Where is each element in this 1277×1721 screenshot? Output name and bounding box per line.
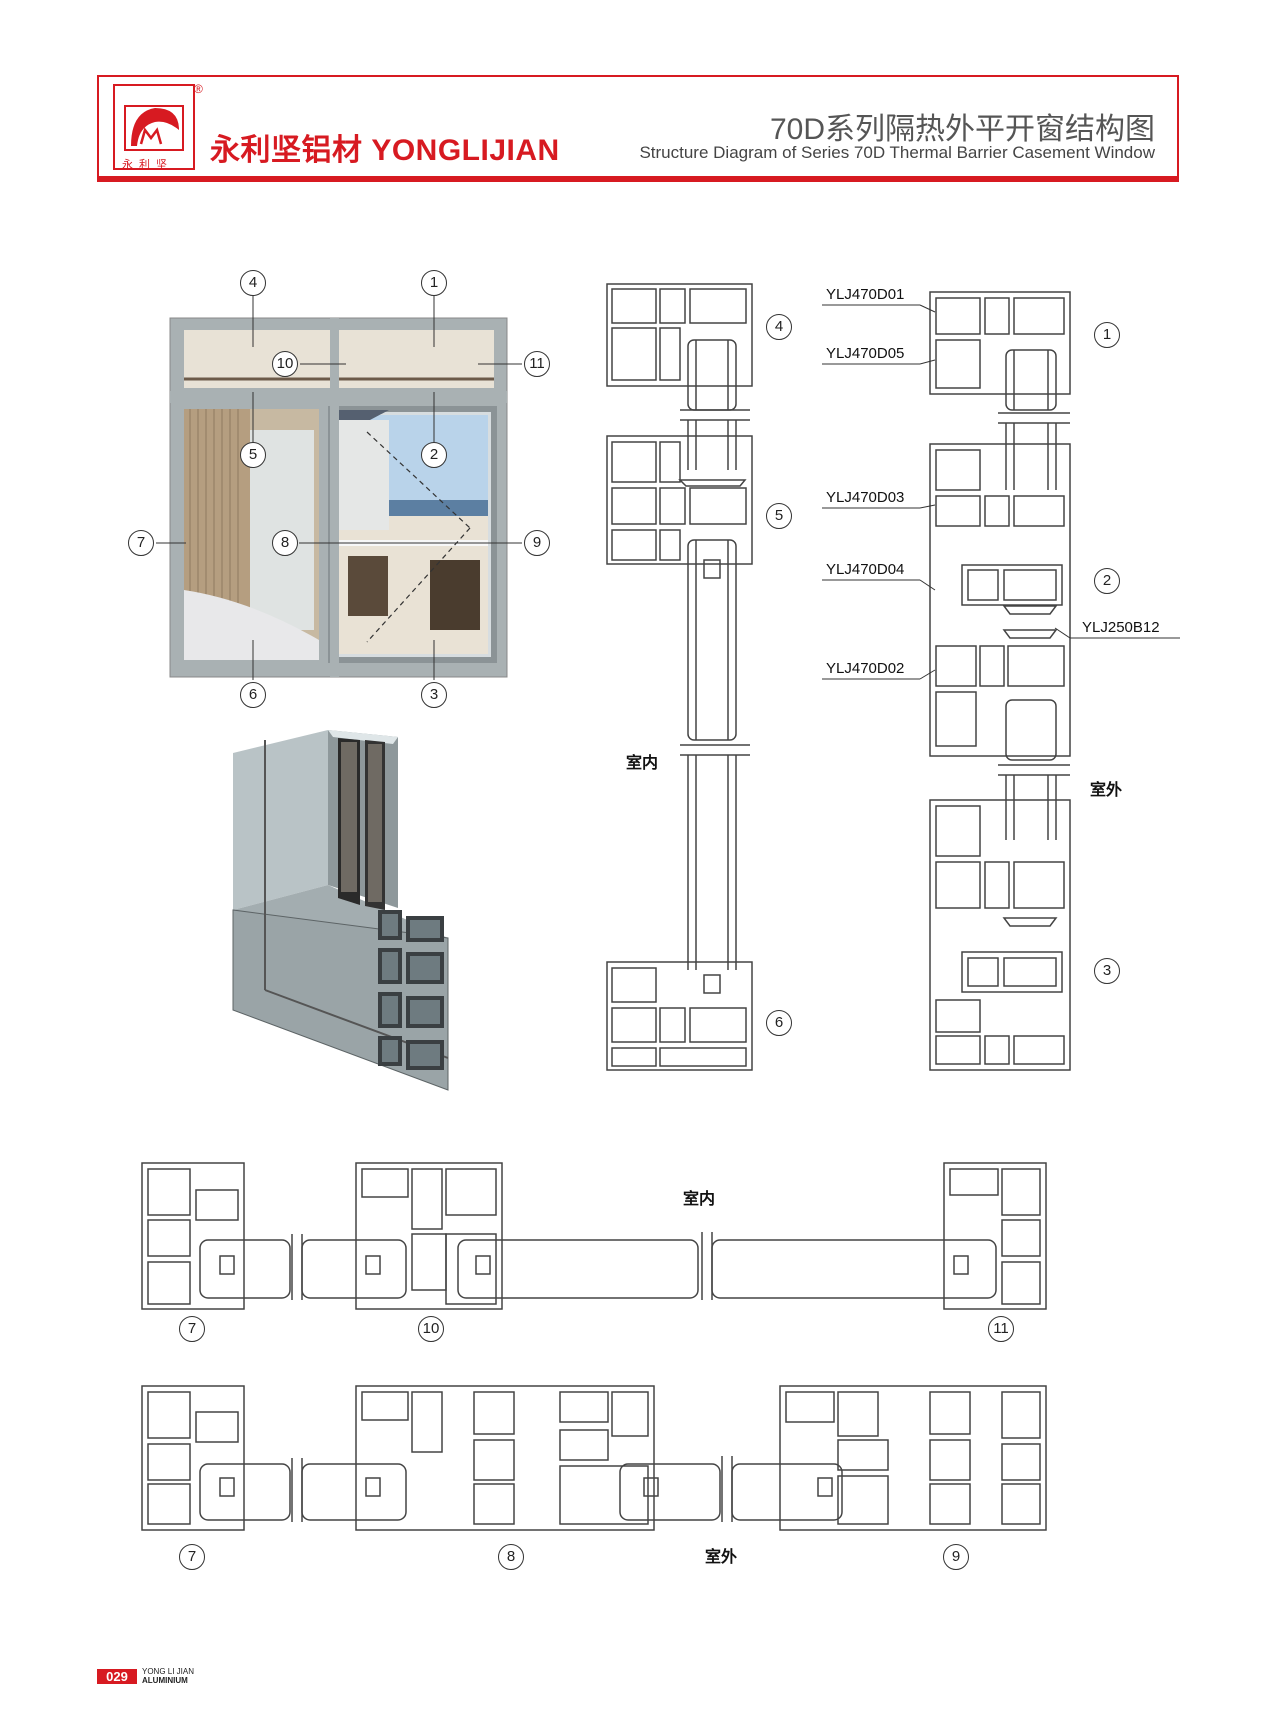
callout-11: 11 xyxy=(524,351,550,377)
registered-mark: ® xyxy=(194,82,203,96)
callout-10-section: 10 xyxy=(418,1316,444,1342)
part-code-d02: YLJ470D02 xyxy=(826,660,905,677)
brand-name: 永利坚铝材 YONGLIJIAN xyxy=(210,134,560,167)
callout-9-section: 9 xyxy=(943,1544,969,1570)
part-code-b12: YLJ250B12 xyxy=(1082,619,1160,636)
callout-11-section: 11 xyxy=(988,1316,1014,1342)
company-logo xyxy=(113,84,195,170)
callout-10: 10 xyxy=(272,351,298,377)
part-code-d05: YLJ470D05 xyxy=(826,345,905,362)
label-exterior-horizontal: 室外 xyxy=(705,1549,738,1566)
callout-5-section: 5 xyxy=(766,503,792,529)
part-code-d04: YLJ470D04 xyxy=(826,561,905,578)
callout-4-section: 4 xyxy=(766,314,792,340)
page-title-en: Structure Diagram of Series 70D Thermal … xyxy=(639,143,1155,162)
page-number: 029 xyxy=(97,1669,137,1684)
callout-6-section: 6 xyxy=(766,1010,792,1036)
callout-7: 7 xyxy=(128,530,154,556)
callout-4: 4 xyxy=(240,270,266,296)
callout-6: 6 xyxy=(240,682,266,708)
part-code-d01: YLJ470D01 xyxy=(826,286,905,303)
callout-2-section: 2 xyxy=(1094,568,1120,594)
label-interior-vertical: 室内 xyxy=(626,755,659,772)
callout-3: 3 xyxy=(421,682,447,708)
callout-8: 8 xyxy=(272,530,298,556)
logo-text: 永利坚 xyxy=(122,159,173,171)
callout-1: 1 xyxy=(421,270,447,296)
header-banner xyxy=(97,75,1179,178)
label-interior-horizontal: 室内 xyxy=(683,1191,716,1208)
callout-7-top: 7 xyxy=(179,1316,205,1342)
label-exterior-vertical: 室外 xyxy=(1090,782,1123,799)
header-rule xyxy=(97,178,1179,182)
callout-2: 2 xyxy=(421,442,447,468)
callout-5: 5 xyxy=(240,442,266,468)
callout-9: 9 xyxy=(524,530,550,556)
callout-1-section: 1 xyxy=(1094,322,1120,348)
footer-aluminium: ALUMINIUM xyxy=(142,1676,188,1685)
callout-7-bottom: 7 xyxy=(179,1544,205,1570)
page-title-cn: 70D系列隔热外平开窗结构图 xyxy=(769,113,1155,146)
footer-company: YONG LI JIAN xyxy=(142,1667,195,1676)
callout-3-section: 3 xyxy=(1094,958,1120,984)
part-code-d03: YLJ470D03 xyxy=(826,489,905,506)
callout-8-section: 8 xyxy=(498,1544,524,1570)
